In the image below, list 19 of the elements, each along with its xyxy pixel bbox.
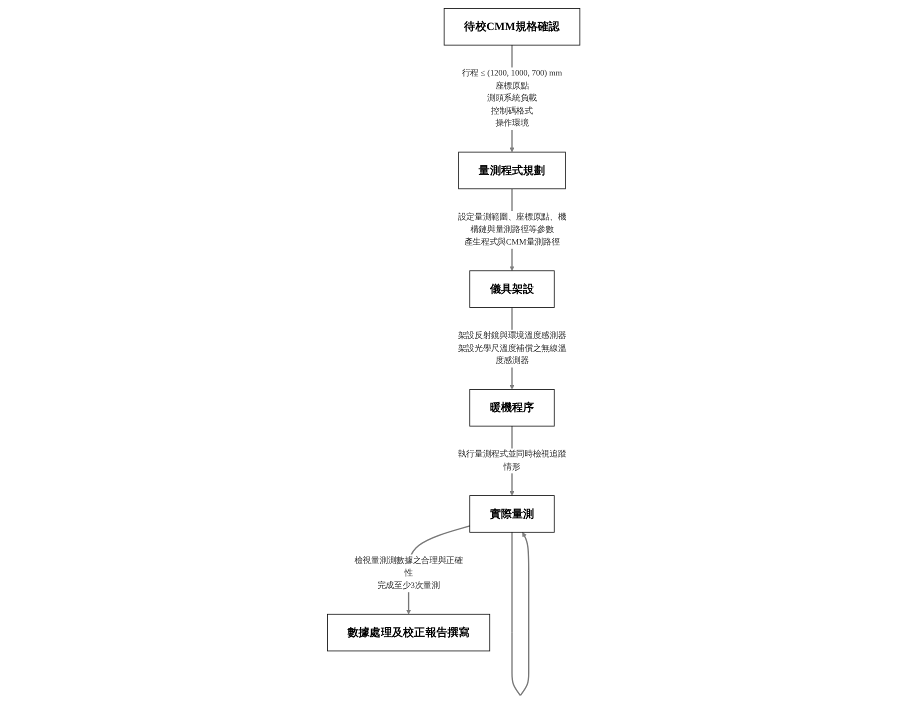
label: 座標原點 xyxy=(496,82,530,90)
node-box: 待校CMM規格確認 xyxy=(444,8,581,46)
label: 產生程式與CMM量測路徑 xyxy=(464,238,560,247)
label: 執行量測程式並同時檢視追蹤情形 xyxy=(458,450,567,472)
label: 完成至少3次量測 xyxy=(378,581,440,590)
arrow xyxy=(512,532,530,696)
label: 測頭系統負載 xyxy=(487,94,538,103)
label: 架設反射鏡與環境溫度感測器 xyxy=(458,331,567,340)
node-box: 實際量測 xyxy=(470,495,555,533)
node-box: 暖機程序 xyxy=(470,389,555,427)
node-box: 數據處理及校正報告撰寫 xyxy=(327,614,490,652)
label: 控制碼格式 xyxy=(492,106,534,116)
label: 設定量測範圍、座標原點、機構鏈與量測路徑等參數 xyxy=(458,212,567,234)
label: 行程 ≤ (1200, 1000, 700) mm xyxy=(462,69,562,78)
node-box: 儀具架設 xyxy=(470,270,555,308)
label: 檢視量測測數據之合理與正確性 xyxy=(354,556,464,578)
label: 架設光學尺溫度補償之無線溫度感測器 xyxy=(458,344,567,366)
label: 操作環境 xyxy=(496,119,530,128)
node-box: 量測程式規劃 xyxy=(458,152,566,190)
